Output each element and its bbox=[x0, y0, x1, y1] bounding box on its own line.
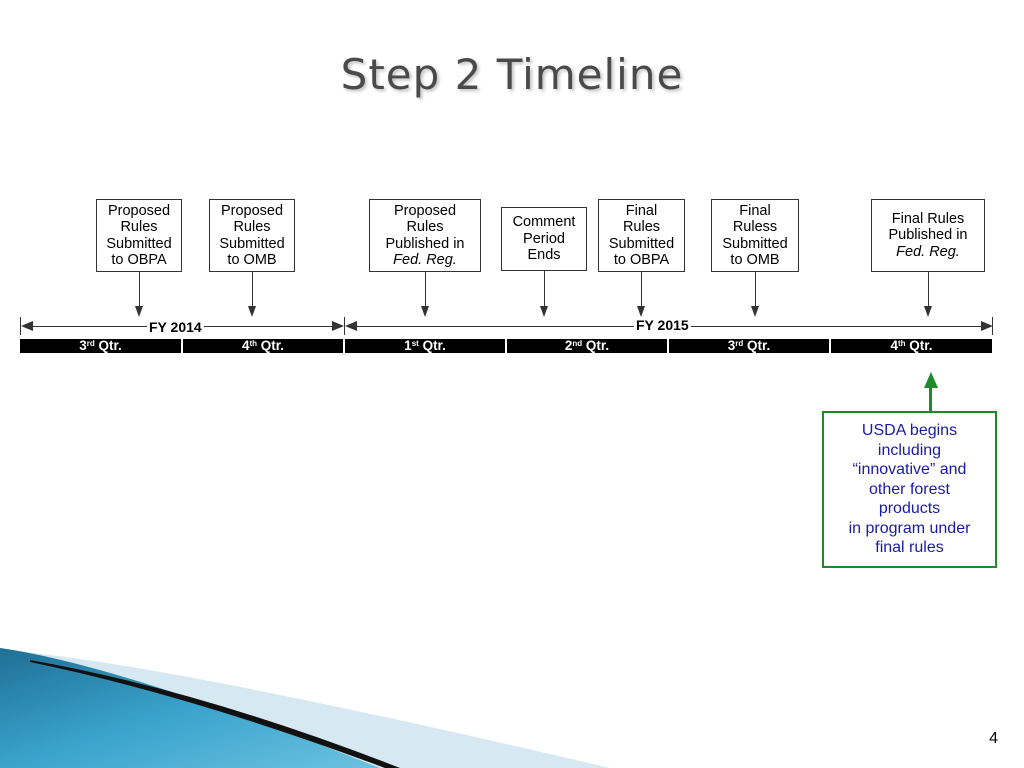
milestone-line: Final Rules bbox=[891, 210, 965, 227]
arrow-down-icon bbox=[924, 306, 932, 317]
milestone-proposed-submitted-obpa: Proposed Rules Submitted to OBPA bbox=[96, 199, 182, 272]
milestone-line-italic: Fed. Reg. bbox=[393, 252, 457, 268]
callout-connector bbox=[929, 386, 932, 412]
quarter-label: Qtr. bbox=[743, 338, 771, 353]
quarter-suffix: th bbox=[897, 339, 906, 348]
arrow-down-icon bbox=[637, 306, 645, 317]
milestone-line: Submitted bbox=[722, 235, 788, 252]
milestone-comment-period-ends: Comment Period Ends bbox=[501, 207, 587, 271]
milestone-line: Proposed bbox=[393, 202, 457, 219]
connector-line bbox=[755, 272, 756, 308]
connector-line bbox=[425, 272, 426, 308]
quarter-number: 2 bbox=[564, 338, 573, 353]
quarter-suffix: nd bbox=[572, 339, 583, 348]
milestone-final-submitted-omb: Final Ruless Submitted to OMB bbox=[711, 199, 799, 272]
quarter-bar: 3rd Qtr. bbox=[20, 339, 181, 353]
milestone-line: to OBPA bbox=[613, 252, 670, 268]
callout-line: “innovative” and bbox=[852, 461, 967, 479]
arrow-down-icon bbox=[248, 306, 256, 317]
quarter-bar: 2nd Qtr. bbox=[507, 339, 667, 353]
milestone-line: Proposed bbox=[220, 202, 284, 219]
milestone-line: to OMB bbox=[730, 252, 780, 268]
connector-line bbox=[928, 272, 929, 308]
milestone-line: Period bbox=[523, 230, 565, 247]
arrow-down-icon bbox=[540, 306, 548, 317]
milestone-final-published: Final Rules Published in Fed. Reg. bbox=[871, 199, 985, 272]
timeline-tick bbox=[992, 317, 993, 335]
arrow-right-icon bbox=[981, 321, 993, 331]
callout-line: including bbox=[877, 441, 942, 459]
milestone-line: Published in bbox=[385, 235, 465, 252]
quarter-label: Qtr. bbox=[905, 338, 933, 353]
arrow-down-icon bbox=[135, 306, 143, 317]
quarter-bar: 3rd Qtr. bbox=[669, 339, 829, 353]
timeline-tick bbox=[344, 317, 345, 335]
quarter-suffix: rd bbox=[86, 339, 95, 348]
arrow-right-icon bbox=[332, 321, 344, 331]
arrow-down-icon bbox=[751, 306, 759, 317]
quarter-label: Qtr. bbox=[582, 338, 610, 353]
quarter-bar: 4th Qtr. bbox=[183, 339, 343, 353]
milestone-line: Final bbox=[739, 202, 771, 219]
milestone-line: Submitted bbox=[219, 235, 285, 252]
connector-line bbox=[544, 271, 545, 308]
quarter-suffix: rd bbox=[735, 339, 744, 348]
quarter-number: 3 bbox=[727, 338, 736, 353]
page-number: 4 bbox=[989, 730, 998, 747]
milestone-line: Submitted bbox=[608, 235, 675, 252]
quarter-label: Qtr. bbox=[418, 338, 446, 353]
callout-line: products bbox=[878, 500, 941, 518]
milestone-line: to OBPA bbox=[111, 252, 167, 268]
milestone-line: to OMB bbox=[227, 252, 277, 268]
milestone-proposed-submitted-omb: Proposed Rules Submitted to OMB bbox=[209, 199, 295, 272]
milestone-line-italic: Fed. Reg. bbox=[896, 243, 960, 260]
callout-line: final rules bbox=[875, 539, 944, 557]
milestone-line: Rules bbox=[622, 219, 661, 235]
quarter-number: 1 bbox=[404, 338, 412, 353]
quarter-suffix: th bbox=[249, 339, 258, 348]
milestone-final-submitted-obpa: Final Rules Submitted to OBPA bbox=[598, 199, 685, 272]
slide-title: Step 2 Timeline bbox=[340, 50, 684, 99]
milestone-line: Rules bbox=[233, 219, 271, 235]
arrow-up-icon bbox=[924, 372, 938, 388]
usda-callout-box: USDA begins including “innovative” and o… bbox=[822, 411, 997, 568]
quarter-bar: 1st Qtr. bbox=[345, 339, 505, 353]
connector-line bbox=[641, 272, 642, 308]
connector-line bbox=[252, 272, 253, 308]
quarter-number: 4 bbox=[890, 338, 898, 353]
milestone-line: Rules bbox=[120, 219, 158, 235]
callout-line: in program under bbox=[848, 519, 971, 537]
milestone-line: Ends bbox=[527, 247, 561, 264]
quarter-number: 3 bbox=[79, 338, 87, 353]
arrow-down-icon bbox=[421, 306, 429, 317]
milestone-line: Comment bbox=[512, 214, 576, 231]
quarter-label: Qtr. bbox=[94, 338, 122, 353]
milestone-line: Submitted bbox=[106, 235, 172, 252]
arrow-left-icon bbox=[345, 321, 357, 331]
milestone-line: Published in bbox=[888, 227, 968, 244]
milestone-line: Rules bbox=[406, 219, 444, 235]
quarter-number: 4 bbox=[241, 338, 250, 353]
fy2014-label: FY 2014 bbox=[147, 319, 204, 335]
fy2015-label: FY 2015 bbox=[634, 317, 691, 333]
timeline-tick bbox=[20, 317, 21, 335]
milestone-line: Proposed bbox=[107, 202, 171, 219]
quarter-bar: 4th Qtr. bbox=[831, 339, 992, 353]
milestone-proposed-published: Proposed Rules Published in Fed. Reg. bbox=[369, 199, 481, 272]
callout-line: other forest bbox=[869, 480, 950, 498]
connector-line bbox=[139, 272, 140, 308]
callout-line: USDA begins bbox=[861, 422, 958, 440]
milestone-line: Ruless bbox=[732, 219, 778, 235]
arrow-left-icon bbox=[21, 321, 33, 331]
quarter-suffix: st bbox=[411, 339, 419, 348]
milestone-line: Final bbox=[625, 202, 658, 219]
quarter-label: Qtr. bbox=[257, 338, 285, 353]
